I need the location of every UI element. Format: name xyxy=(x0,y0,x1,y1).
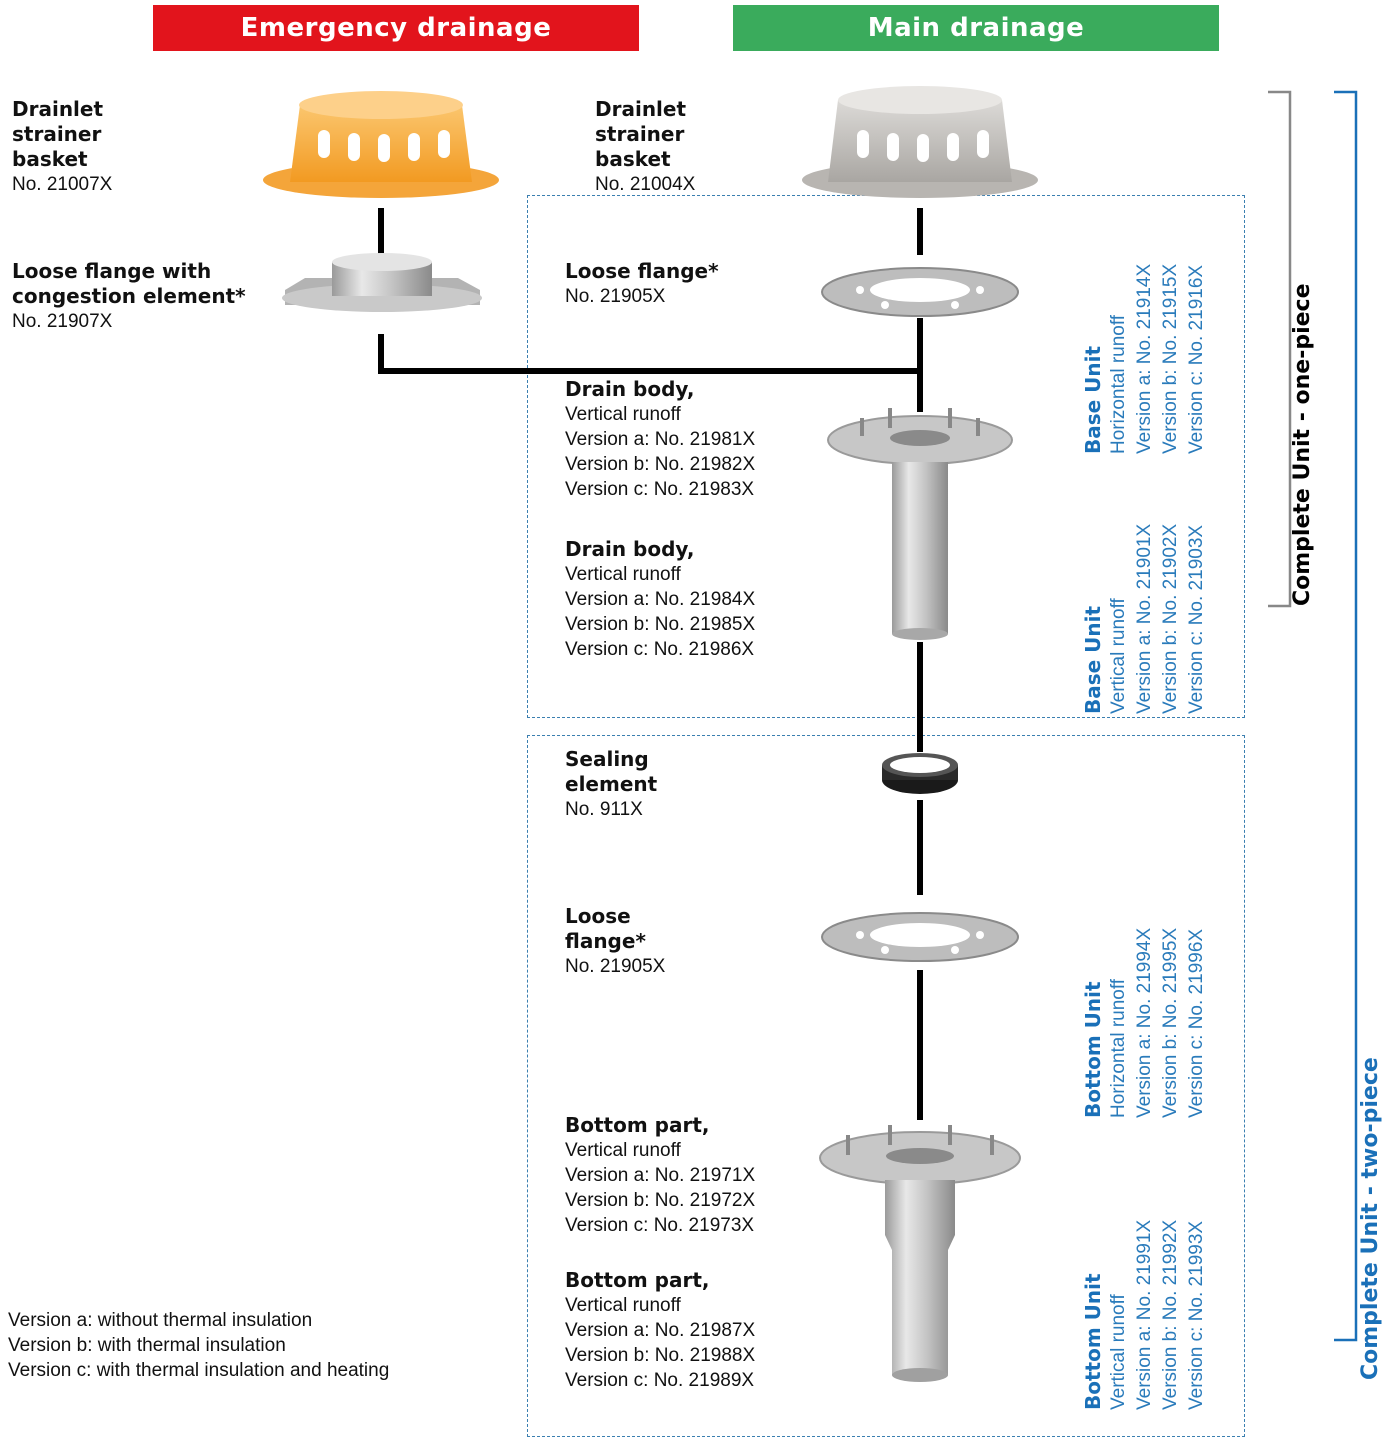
drain-body-2-label: Drain body, Vertical runoff Version a: N… xyxy=(565,537,756,660)
sealing-element-label: Sealing element No. 911X xyxy=(565,747,658,820)
emergency-flange-label: Loose flange with congestion element* No… xyxy=(12,259,246,332)
main-drainage-header: Main drainage xyxy=(733,5,1219,51)
main-flange-label: Loose flange* No. 21905X xyxy=(565,259,719,307)
orange-strainer-basket xyxy=(263,91,499,198)
drain-body-1-label: Drain body, Vertical runoff Version a: N… xyxy=(565,377,756,500)
bottom-part-2-label: Bottom part, Vertical runoff Version a: … xyxy=(565,1268,756,1391)
bottom-part xyxy=(819,1125,1021,1382)
base-unit-horizontal: Base Unit Horizontal runoff Version a: N… xyxy=(1081,263,1207,454)
emergency-drainage-header: Emergency drainage xyxy=(153,5,639,51)
bottom-part-1-label: Bottom part, Vertical runoff Version a: … xyxy=(565,1113,756,1236)
complete-unit-one-piece: Complete Unit - one-piece xyxy=(1290,283,1315,606)
complete-unit-two-piece: Complete Unit - two-piece xyxy=(1358,1057,1383,1380)
flange-congestion-element xyxy=(282,253,482,312)
base-unit-vertical: Base Unit Vertical runoff Version a: No.… xyxy=(1081,523,1207,714)
grey-strainer-basket xyxy=(802,86,1038,198)
complete-unit-brackets xyxy=(1268,90,1358,1342)
loose-flange-top xyxy=(821,267,1019,317)
emergency-strainer-label: Drainlet strainer basket No. 21007X xyxy=(12,97,113,195)
loose-flange-bottom xyxy=(821,912,1019,962)
main-strainer-label: Drainlet strainer basket No. 21004X xyxy=(595,97,696,195)
sealing-ring xyxy=(882,753,958,794)
flange-2-label: Loose flange* No. 21905X xyxy=(565,904,666,977)
connector-lines xyxy=(378,208,923,1120)
drain-body xyxy=(827,408,1013,640)
bottom-unit-horizontal: Bottom Unit Horizontal runoff Version a:… xyxy=(1081,927,1207,1118)
bottom-unit-vertical: Bottom Unit Vertical runoff Version a: N… xyxy=(1081,1219,1207,1410)
version-legend: Version a: without thermal insulation Ve… xyxy=(8,1310,390,1381)
